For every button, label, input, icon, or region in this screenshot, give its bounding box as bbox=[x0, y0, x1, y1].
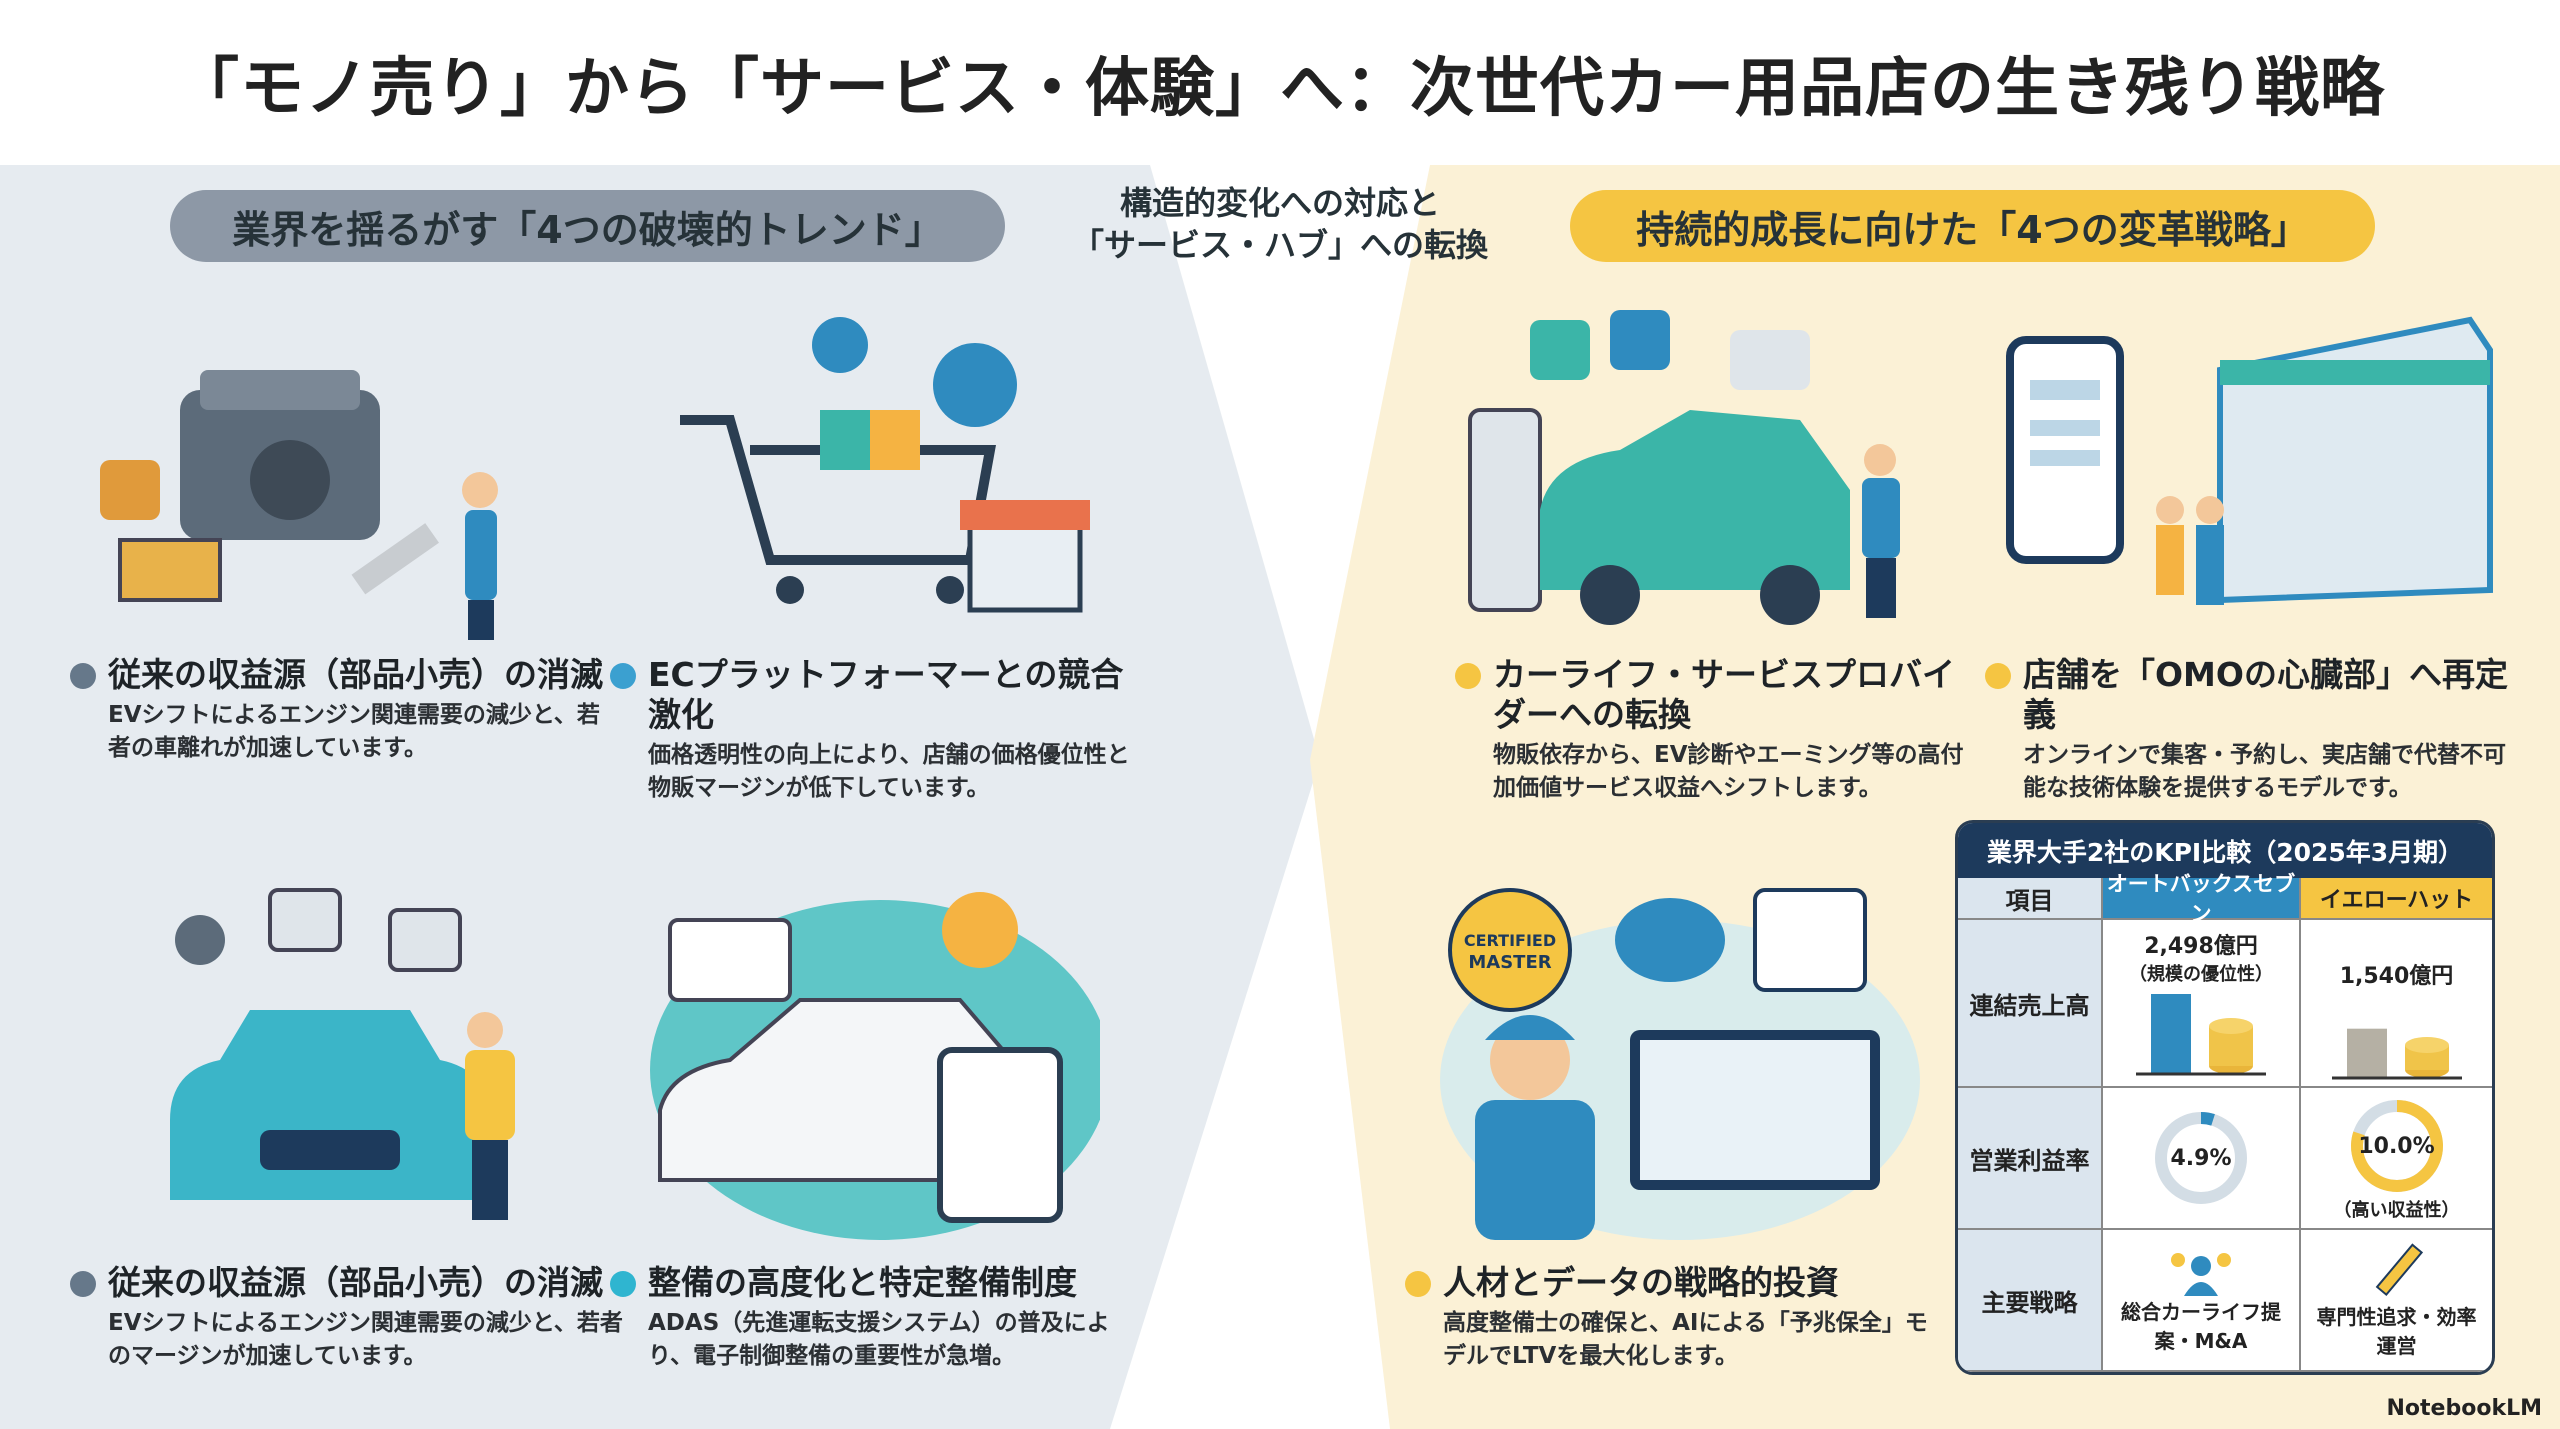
adas-car-illustration bbox=[650, 892, 1100, 1240]
trend-desc: 価格透明性の向上により、店舗の価格優位性と物販マージンが低下しています。 bbox=[648, 742, 1130, 801]
pen-icon bbox=[2375, 1243, 2423, 1297]
strategy-autobacs: 総合カーライフ提案・M&A bbox=[2103, 1230, 2301, 1372]
strategies-header: 持続的成長に向けた「4つの変革戦略」 bbox=[1570, 190, 2375, 262]
bullet-icon bbox=[1405, 1271, 1431, 1297]
trend-desc: EVシフトによるエンジン関連需要の減少と、若者のマージンが加速しています。 bbox=[108, 1310, 623, 1369]
margin-donut bbox=[2350, 1100, 2443, 1192]
trend-item-2: ECプラットフォーマーとの競合激化 価格透明性の向上により、店舗の価格優位性と物… bbox=[610, 655, 1150, 805]
trend-item-3: 従来の収益源（部品小売）の消滅 EVシフトによるエンジン関連需要の減少と、若者の… bbox=[70, 1263, 630, 1373]
center-caption: 構造的変化への対応と 「サービス・ハブ」への転換 bbox=[1060, 182, 1500, 266]
strategy-title: 店舗を「OMOの心臓部」へ再定義 bbox=[2023, 655, 2508, 734]
strategy-text: 総合カーライフ提案・M&A bbox=[2121, 1300, 2281, 1353]
trend-title: 従来の収益源（部品小売）の消滅 bbox=[108, 1263, 603, 1302]
omo-store-illustration bbox=[2006, 316, 2493, 605]
sales-bar-chart bbox=[2136, 994, 2266, 1076]
bullet-icon bbox=[70, 663, 96, 689]
sales-yellowhat: 1,540億円 bbox=[2301, 920, 2492, 1088]
row-label-strategy: 主要戦略 bbox=[1958, 1230, 2103, 1372]
strategy-text: 専門性追求・効率運営 bbox=[2316, 1305, 2477, 1358]
kpi-comparison-table: 業界大手2社のKPI比較（2025年3月期） 項目 オートバックスセブン イエロ… bbox=[1955, 820, 2495, 1375]
strategy-desc: 物販依存から、EV診断やエーミング等の高付加価値サービス収益へシフトします。 bbox=[1493, 742, 1964, 801]
certified-badge-line2: MASTER bbox=[1468, 952, 1551, 973]
coin-stack-icon bbox=[2404, 1037, 2449, 1078]
margin-donut-arc bbox=[2350, 1100, 2443, 1192]
sales-bar-chart bbox=[2331, 1028, 2462, 1080]
margin-note: （高い収益性） bbox=[2333, 1200, 2460, 1221]
bullet-icon bbox=[70, 1271, 96, 1297]
kpi-title: 業界大手2社のKPI比較（2025年3月期） bbox=[1958, 823, 2492, 878]
trend-title: ECプラットフォーマーとの競合激化 bbox=[648, 655, 1124, 734]
header-yellowhat: イエローハット bbox=[2301, 878, 2492, 920]
strategy-item-3: 人材とデータの戦略的投資 高度整備士の確保と、AIによる「予兆保全」モデルでLT… bbox=[1405, 1263, 1945, 1373]
bullet-icon bbox=[610, 663, 636, 689]
center-caption-line2: 「サービス・ハブ」への転換 bbox=[1071, 226, 1488, 264]
strategy-desc: オンラインで集客・予約し、実店舗で代替不可能な技術体験を提供するモデルです。 bbox=[2023, 742, 2506, 801]
center-caption-line1: 構造的変化への対応と bbox=[1119, 184, 1440, 222]
page-title: 「モノ売り」から「サービス・体験」へ：次世代カー用品店の生き残り戦略 bbox=[0, 0, 2560, 165]
ecommerce-illustration bbox=[680, 317, 1090, 613]
margin-autobacs: 4.9% bbox=[2103, 1088, 2301, 1230]
notebooklm-logo: NotebookLM bbox=[2386, 1396, 2542, 1421]
strategy-yellowhat: 専門性追求・効率運営 bbox=[2301, 1230, 2492, 1372]
strategy-title: カーライフ・サービスプロバイダーへの転換 bbox=[1493, 655, 1955, 734]
strategy-desc: 高度整備士の確保と、AIによる「予兆保全」モデルでLTVを最大化します。 bbox=[1443, 1310, 1928, 1369]
certified-mechanic-illustration: CERTIFIED MASTER bbox=[1440, 888, 1920, 1240]
certified-badge-line1: CERTIFIED bbox=[1464, 931, 1556, 950]
margin-yellowhat: 10.0% （高い収益性） bbox=[2301, 1088, 2492, 1230]
strategy-title: 人材とデータの戦略的投資 bbox=[1443, 1263, 1839, 1302]
trend-item-1: 従来の収益源（部品小売）の消滅 EVシフトによるエンジン関連需要の減少と、若者の… bbox=[70, 655, 610, 765]
bullet-icon bbox=[1985, 663, 2011, 689]
sales-bar bbox=[2151, 994, 2191, 1074]
sales-value: 1,540億円 bbox=[2339, 964, 2454, 989]
car-maintenance-illustration bbox=[170, 888, 515, 1220]
margin-donut-arc bbox=[2155, 1112, 2247, 1204]
trend-desc: EVシフトによるエンジン関連需要の減少と、若者の車離れが加速しています。 bbox=[108, 702, 600, 761]
trend-title: 従来の収益源（部品小売）の消滅 bbox=[108, 655, 603, 694]
engine-parts-illustration bbox=[100, 370, 498, 640]
trends-header: 業界を揺るがす「4つの破壊的トレンド」 bbox=[170, 190, 1005, 262]
people-network-icon bbox=[2171, 1253, 2231, 1296]
row-label-margin: 営業利益率 bbox=[1958, 1088, 2103, 1230]
trend-title: 整備の高度化と特定整備制度 bbox=[648, 1263, 1077, 1302]
sales-note: （規模の優位性） bbox=[2129, 964, 2273, 985]
header-item: 項目 bbox=[1958, 878, 2103, 920]
sales-value: 2,498億円 bbox=[2144, 934, 2258, 959]
row-label-sales: 連結売上高 bbox=[1958, 920, 2103, 1088]
strategy-item-1: カーライフ・サービスプロバイダーへの転換 物販依存から、EV診断やエーミング等の… bbox=[1455, 655, 1965, 805]
margin-value: 10.0% bbox=[2358, 1133, 2435, 1159]
margin-value: 4.9% bbox=[2170, 1145, 2232, 1171]
header-autobacs: オートバックスセブン bbox=[2103, 872, 2301, 926]
ev-charging-illustration bbox=[1468, 310, 1900, 625]
bullet-icon bbox=[610, 1271, 636, 1297]
trend-desc: ADAS（先進運転支援システム）の普及により、電子制御整備の重要性が急増。 bbox=[648, 1310, 1110, 1369]
coin-stack-icon bbox=[2209, 1018, 2253, 1074]
sales-autobacs: 2,498億円 （規模の優位性） bbox=[2103, 920, 2301, 1088]
sales-bar bbox=[2346, 1028, 2387, 1078]
margin-donut bbox=[2155, 1112, 2247, 1204]
bullet-icon bbox=[1455, 663, 1481, 689]
trend-item-4: 整備の高度化と特定整備制度 ADAS（先進運転支援システム）の普及により、電子制… bbox=[610, 1263, 1150, 1373]
strategy-item-2: 店舗を「OMOの心臓部」へ再定義 オンラインで集客・予約し、実店舗で代替不可能な… bbox=[1985, 655, 2525, 805]
